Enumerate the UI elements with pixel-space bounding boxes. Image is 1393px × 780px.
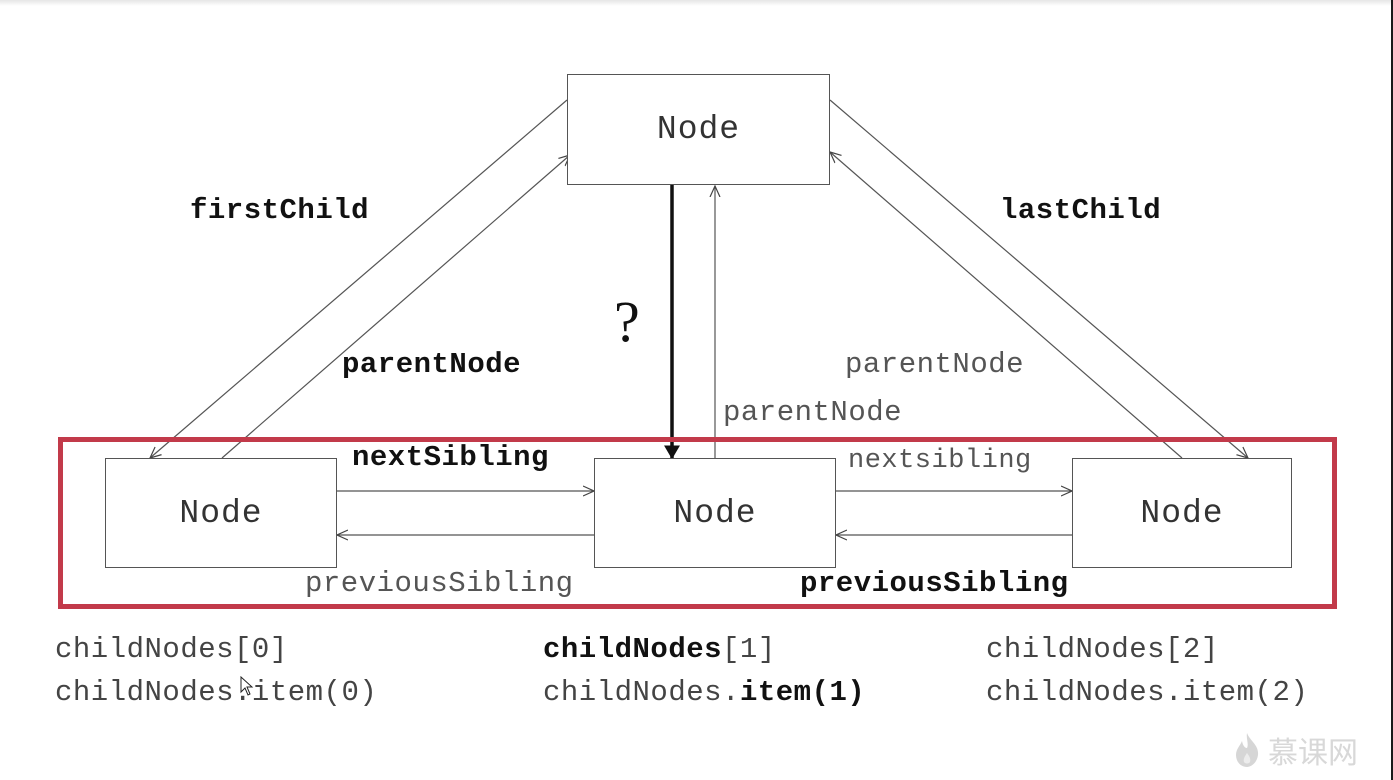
- child-nodes-1-item: childNodes.item(1): [543, 676, 865, 709]
- node-middle-label: Node: [673, 494, 757, 532]
- mouse-cursor-icon: [240, 676, 254, 696]
- first-child-arrow: [150, 99, 568, 458]
- child-nodes-2-item: childNodes.item(2): [986, 676, 1309, 709]
- node-left: Node: [105, 458, 337, 568]
- last-child-label: lastChild: [1000, 194, 1162, 227]
- child-nodes-1-index: childNodes[1]: [543, 633, 776, 666]
- child-nodes-0-index: childNodes[0]: [55, 633, 288, 666]
- top-shadow-bar: [0, 0, 1393, 6]
- parent-node-label-left: parentNode: [342, 348, 522, 381]
- previous-sibling-label-right: previousSibling: [800, 567, 1069, 600]
- node-middle: Node: [594, 458, 836, 568]
- next-sibling-label-left: nextSibling: [352, 441, 549, 474]
- node-top-label: Node: [656, 111, 741, 148]
- child-nodes-2-index: childNodes[2]: [986, 633, 1219, 666]
- watermark-logo: 慕课网: [1232, 728, 1358, 772]
- child-nodes-0-item: childNodes.item(0): [55, 676, 378, 709]
- node-right-label: Node: [1140, 494, 1224, 532]
- last-child-arrow: [829, 99, 1248, 458]
- node-top: Node: [567, 74, 830, 185]
- node-left-label: Node: [179, 494, 263, 532]
- selection-highlight: [58, 437, 1337, 609]
- child-nodes-1-item-call: item(1): [739, 676, 866, 709]
- child-nodes-1-name: childNodes: [543, 633, 723, 666]
- child-nodes-1-bracket: [1]: [722, 633, 776, 666]
- question-mark: ?: [614, 289, 640, 354]
- flame-icon: [1236, 733, 1259, 767]
- parent-node-arrow-right: [830, 152, 1183, 459]
- first-child-label: firstChild: [190, 194, 370, 227]
- parent-node-arrow-left: [221, 155, 570, 459]
- previous-sibling-label-left: previousSibling: [305, 567, 574, 600]
- window-edge: [1391, 0, 1393, 780]
- child-nodes-1-prefix: childNodes.: [543, 676, 740, 709]
- next-sibling-label-right: nextsibling: [848, 446, 1032, 476]
- parent-node-label-middle: parentNode: [723, 396, 903, 429]
- node-right: Node: [1072, 458, 1292, 568]
- parent-node-label-right: parentNode: [845, 348, 1025, 381]
- watermark-text: 慕课网: [1268, 736, 1358, 771]
